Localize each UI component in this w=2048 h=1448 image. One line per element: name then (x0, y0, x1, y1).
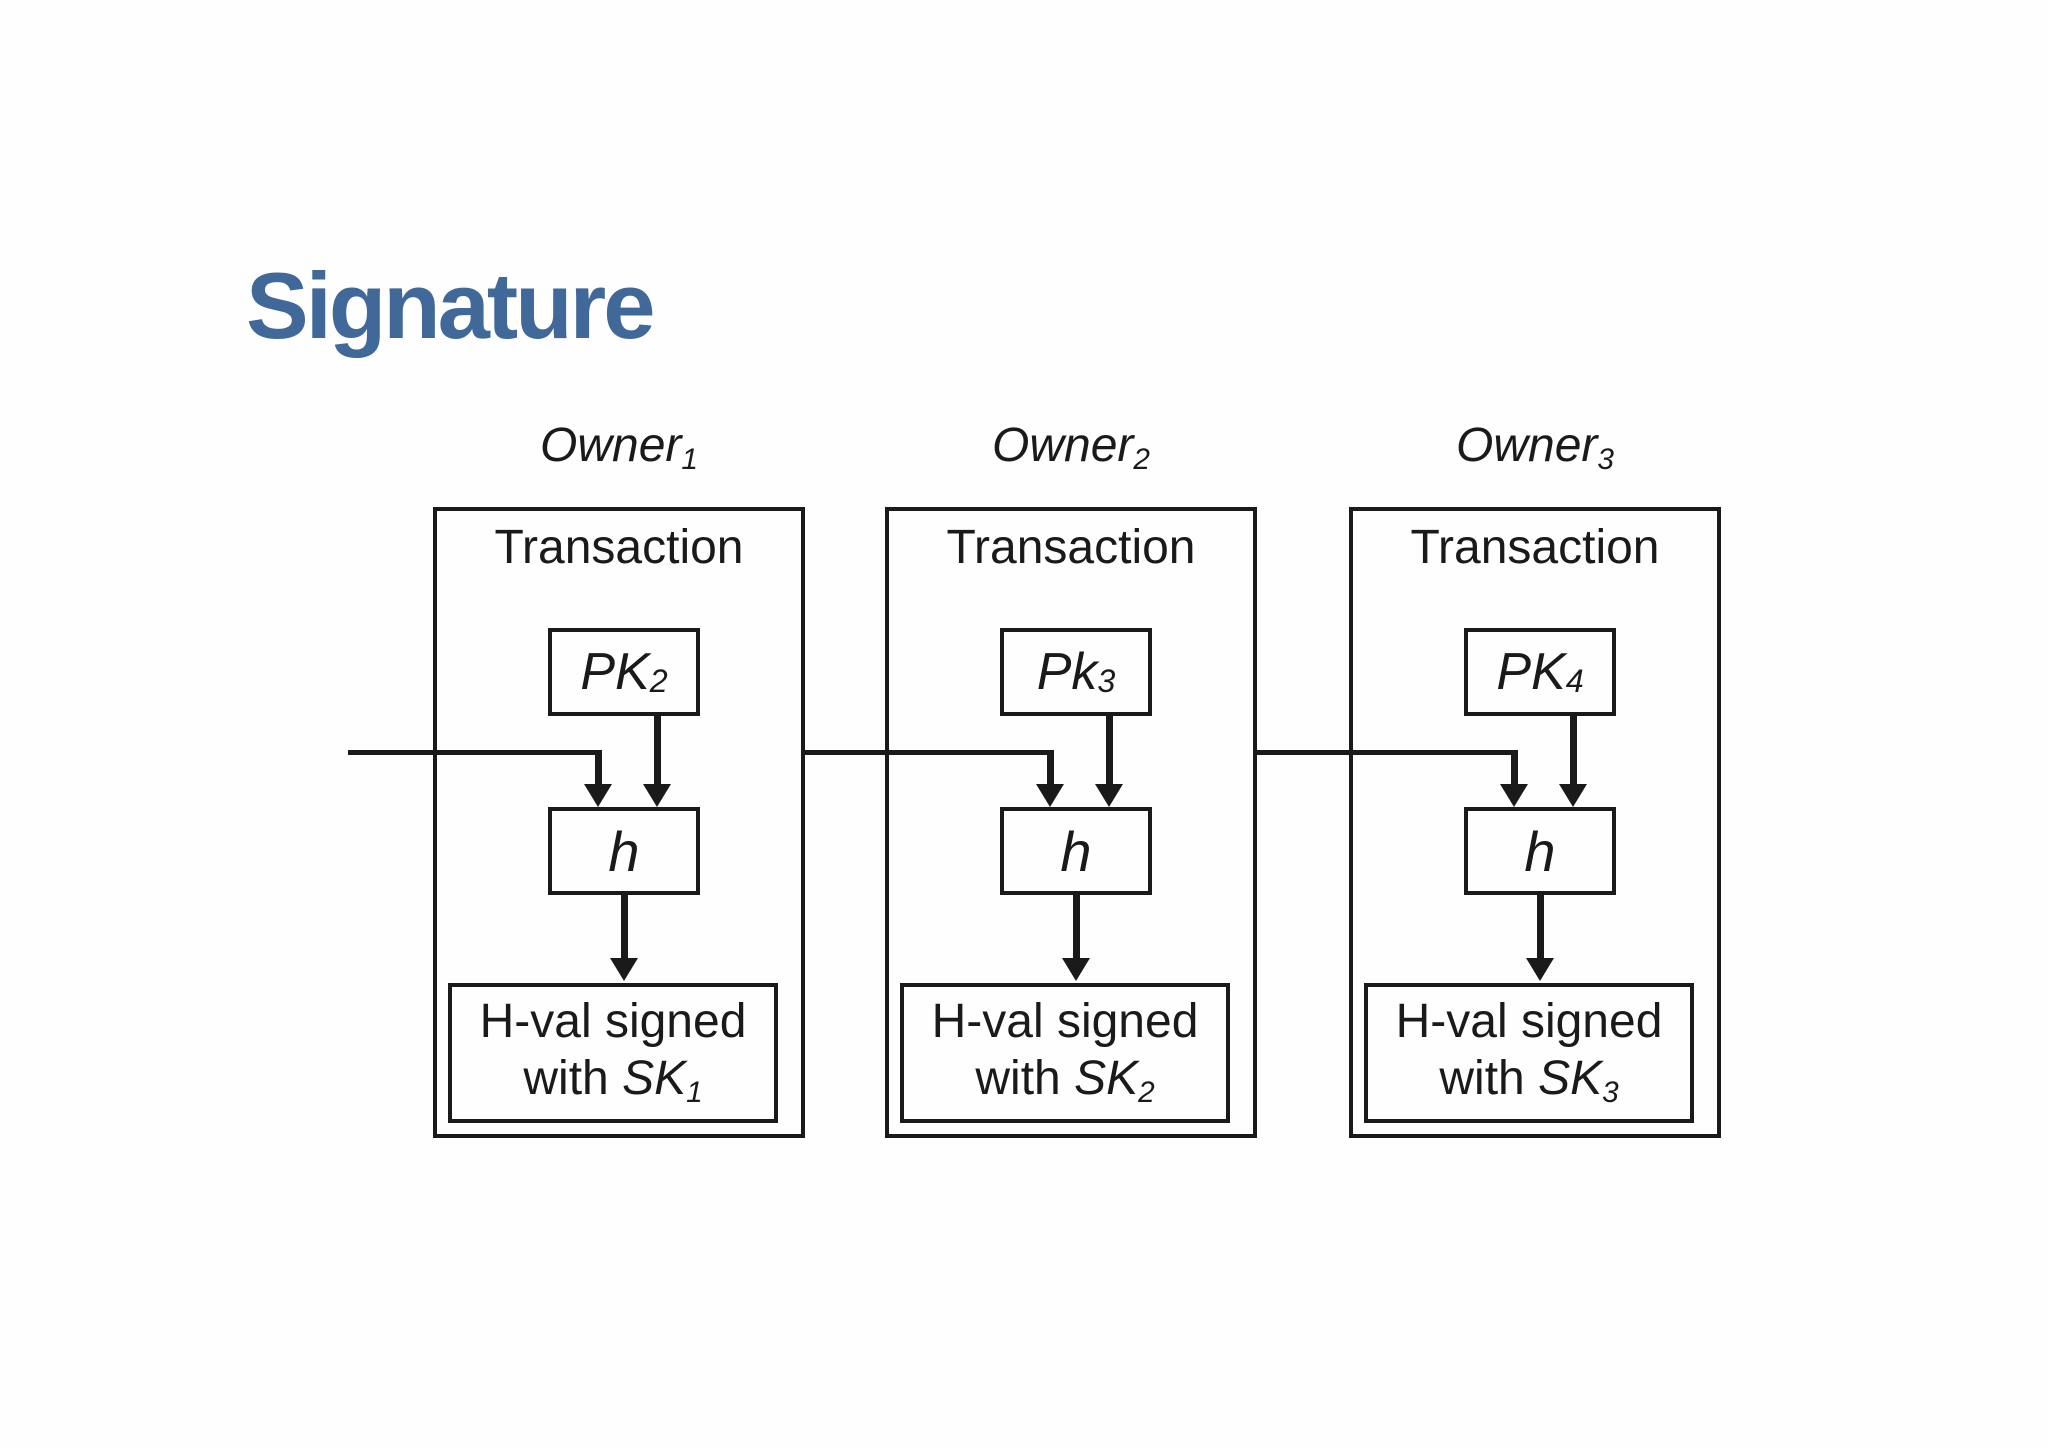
pk-arrowhead-icon (1095, 784, 1123, 807)
hval-with: with (1439, 1052, 1539, 1105)
prev-tx-arrowhead-icon (1036, 784, 1064, 807)
secret-key-label: SK (622, 1052, 687, 1105)
hash-label: h (1524, 819, 1556, 883)
page-title: Signature (246, 253, 656, 358)
hash-arrow-stem (1537, 891, 1544, 963)
owner-name: Owner (1456, 419, 1598, 472)
pk-arrowhead-icon (1559, 784, 1587, 807)
hash-label: h (608, 819, 640, 883)
hval-with: with (975, 1052, 1075, 1105)
hval-box: H-val signed with SK2 (900, 983, 1230, 1123)
transaction-label: Transaction (494, 521, 744, 574)
owner-label: Owner2 (885, 420, 1257, 478)
secret-key-subscript: 2 (1138, 1076, 1155, 1110)
pk-arrowhead-icon (643, 784, 671, 807)
hash-box: h (1000, 807, 1152, 895)
hval-line1: H-val signed (1395, 995, 1663, 1048)
transaction-box (433, 507, 805, 1138)
prev-tx-arrow-stem (595, 750, 602, 790)
public-key-subscript: 4 (1565, 662, 1584, 699)
hval-line2: with SK3 (1439, 1050, 1618, 1113)
hash-arrow-stem (1073, 891, 1080, 963)
hval-line1: H-val signed (479, 995, 747, 1048)
owner-label: Owner3 (1349, 420, 1721, 478)
prev-tx-arrowhead-icon (1500, 784, 1528, 807)
public-key-subscript: 3 (1097, 662, 1116, 699)
prev-tx-arrowhead-icon (584, 784, 612, 807)
public-key-subscript: 2 (649, 662, 668, 699)
hash-arrowhead-icon (1526, 958, 1554, 981)
hval-line2: with SK2 (975, 1050, 1154, 1113)
owner-name: Owner (992, 419, 1134, 472)
pk-arrow-stem (1570, 714, 1577, 790)
hash-box: h (1464, 807, 1616, 895)
secret-key-label: SK (1538, 1052, 1603, 1105)
hash-arrowhead-icon (610, 958, 638, 981)
secret-key-subscript: 1 (686, 1076, 703, 1110)
hash-label: h (1060, 819, 1092, 883)
chain-line-segment-1 (348, 750, 602, 755)
pk-arrow-stem (1106, 714, 1113, 790)
owner-name: Owner (540, 419, 682, 472)
transaction-label: Transaction (946, 521, 1196, 574)
hval-line1: H-val signed (931, 995, 1199, 1048)
owner-subscript: 1 (681, 443, 698, 477)
hash-box: h (548, 807, 700, 895)
hval-box: H-val signed with SK1 (448, 983, 778, 1123)
transaction-label: Transaction (1410, 521, 1660, 574)
public-key-label: PK (580, 643, 650, 701)
hval-with: with (523, 1052, 623, 1105)
hval-box: H-val signed with SK3 (1364, 983, 1694, 1123)
transaction-box (1349, 507, 1721, 1138)
public-key-label: PK (1496, 643, 1566, 701)
prev-tx-arrow-stem (1047, 750, 1054, 790)
owner-label: Owner1 (433, 420, 805, 478)
secret-key-label: SK (1074, 1052, 1139, 1105)
chain-line-segment-3 (1253, 750, 1517, 755)
transaction-box (885, 507, 1257, 1138)
pk-arrow-stem (654, 714, 661, 790)
chain-line-segment-2 (801, 750, 1053, 755)
secret-key-subscript: 3 (1602, 1076, 1619, 1110)
prev-tx-arrow-stem (1511, 750, 1518, 790)
owner-subscript: 2 (1133, 443, 1150, 477)
hash-arrowhead-icon (1062, 958, 1090, 981)
hash-arrow-stem (621, 891, 628, 963)
owner-subscript: 3 (1597, 443, 1614, 477)
public-key-label: Pk (1036, 643, 1098, 701)
hval-line2: with SK1 (523, 1050, 702, 1113)
